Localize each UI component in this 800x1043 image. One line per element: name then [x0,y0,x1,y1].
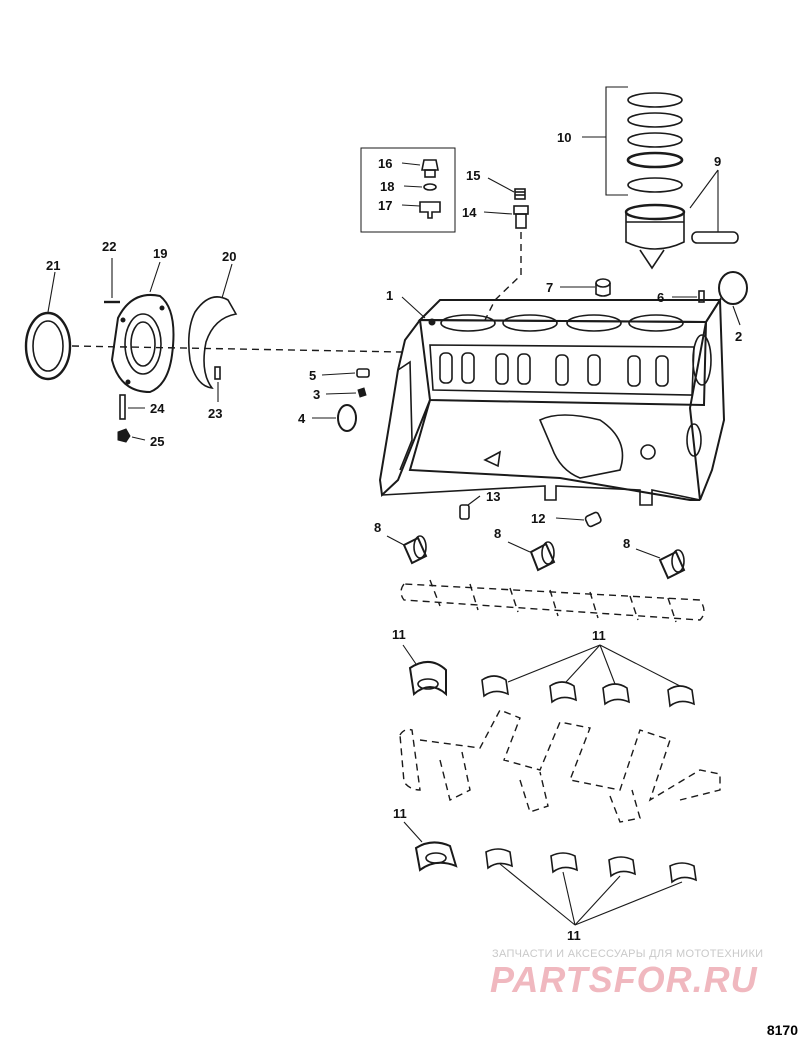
figure-number: 8170 [766,1022,798,1038]
callout-2: 2 [735,329,742,344]
seal-housing [110,294,175,394]
dowel-13 [459,504,470,520]
main-bearing-lower-5 [669,862,697,884]
washer-18 [423,183,437,191]
core-plug-4 [337,404,357,432]
camshaft [400,579,705,623]
callout-8c: 8 [623,536,630,551]
callout-9: 9 [714,154,721,169]
plug-15 [514,188,526,200]
cam-bearing-2 [529,541,556,572]
callout-10: 10 [557,130,571,145]
callout-14: 14 [462,205,477,220]
main-bearing-lower-2 [485,848,513,870]
rear-main-seal [24,311,72,381]
watermark-tagline: ЗАПЧАСТИ И АКСЕССУАРЫ ДЛЯ МОТОТЕХНИКИ [492,948,764,960]
main-bearing-upper-3 [549,681,577,704]
callout-4: 4 [298,411,306,426]
stud-24 [119,394,126,420]
cam-bearing-1 [402,535,428,565]
plug-12 [584,511,602,528]
callout-8b: 8 [494,526,501,541]
callout-17: 17 [378,198,392,213]
cam-bearing-3 [658,549,686,580]
cylinder-block [378,296,726,506]
callout-12: 12 [531,511,545,526]
watermark-brand: PARTSFOR.RU [490,959,758,1000]
callout-23: 23 [208,406,222,421]
crankshaft [399,709,721,823]
callout-5: 5 [309,368,316,383]
callout-16: 16 [378,156,392,171]
main-bearing-lower-front [414,841,458,872]
callout-6: 6 [657,290,664,305]
piston-pin [691,231,739,244]
cup-plug-7 [595,278,611,297]
callout-21: 21 [46,258,60,273]
main-bearing-upper-front [408,661,447,697]
callout-7: 7 [546,280,553,295]
piston [624,203,686,270]
callout-8a: 8 [374,520,381,535]
housing-gasket [188,296,238,390]
core-plug-2 [718,271,748,305]
callout-11d: 11 [567,928,581,943]
dowel-pin-23 [214,366,221,380]
main-bearing-lower-4 [608,856,636,878]
main-bearing-upper-2 [481,675,509,698]
callout-19: 19 [153,246,167,261]
callout-24: 24 [150,401,165,416]
callout-22: 22 [102,239,116,254]
callout-13: 13 [486,489,500,504]
main-bearing-lower-3 [550,852,578,874]
plug-5 [356,368,370,378]
callout-3: 3 [313,387,320,402]
fitting-14 [513,205,529,229]
detail-inset-box [360,147,456,233]
fitting-16 [421,159,439,178]
callout-1: 1 [386,288,393,303]
callout-11b: 11 [592,628,606,643]
callout-15: 15 [466,168,480,183]
pin-6 [698,290,705,303]
callout-11c: 11 [393,806,407,821]
fitting-17 [419,201,441,219]
callout-20: 20 [222,249,236,264]
main-bearing-upper-4 [602,683,630,706]
plug-3 [357,387,367,398]
nut-25 [117,428,131,443]
piston-rings [626,92,684,193]
callout-25: 25 [150,434,164,449]
callout-11a: 11 [392,627,406,642]
callout-18: 18 [380,179,394,194]
main-bearing-upper-5 [667,685,695,708]
